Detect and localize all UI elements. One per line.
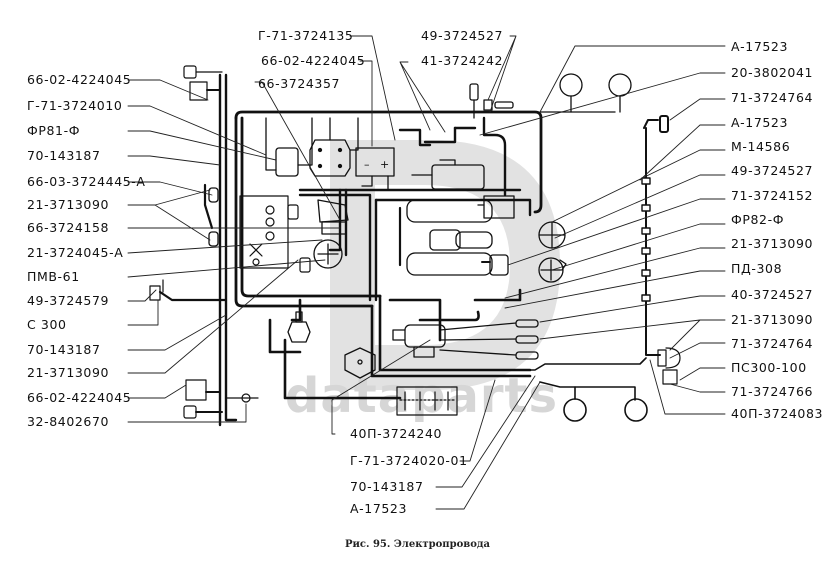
- fuse-block: [396, 386, 458, 416]
- part-label: Г-71-3724020-01: [350, 453, 468, 468]
- part-label: 49-3724579: [27, 293, 110, 308]
- left-harness-trunk: [218, 73, 238, 427]
- rear-lamps-bottom: [479, 357, 648, 422]
- main-harness-loop: [234, 110, 543, 308]
- part-label: ФР82-Ф: [731, 212, 785, 227]
- watermark-d-shape: [330, 140, 560, 390]
- part-label: 21-3713090: [731, 312, 814, 327]
- part-label: 32-8402670: [27, 414, 110, 429]
- part-label: 66-02-4224045: [27, 390, 132, 405]
- instrument-panel: [239, 195, 289, 269]
- part-label: 40П-3724240: [350, 426, 443, 441]
- inner-harness: [298, 188, 532, 302]
- rear-lamps-top: [540, 73, 632, 113]
- part-label: 66-03-3724445-А: [27, 174, 146, 189]
- wiper-motor: [477, 195, 515, 219]
- part-label: 71-3724766: [731, 384, 814, 399]
- svg-text:–: –: [364, 158, 370, 171]
- right-trunk-connectors: [641, 177, 651, 302]
- svg-text:+: +: [380, 158, 389, 171]
- heater-motor: [398, 199, 493, 276]
- part-label: 40-3724527: [731, 287, 814, 302]
- battery: – +: [355, 147, 395, 191]
- part-label: А-17523: [731, 115, 789, 130]
- part-label: 66-3724357: [258, 76, 341, 91]
- part-label: 66-3724158: [27, 220, 110, 235]
- part-label: А-17523: [731, 39, 789, 54]
- part-label: 70-143187: [27, 148, 101, 163]
- part-label: ПД-308: [731, 261, 783, 276]
- part-label: 21-3724045-А: [27, 245, 124, 260]
- distributor: [538, 257, 567, 283]
- part-label: Г-71-3724010: [27, 98, 123, 113]
- part-label: 49-3724527: [421, 28, 504, 43]
- part-label: 21-3713090: [27, 365, 110, 380]
- spark-plug-connectors: [439, 319, 539, 360]
- ignition-switch: [317, 199, 349, 235]
- part-label: ПМВ-61: [27, 269, 80, 284]
- part-label: 40П-3724083: [731, 406, 824, 421]
- leader-lines-bottom: [331, 339, 541, 510]
- part-label: 71-3724764: [731, 336, 814, 351]
- part-label: 70-143187: [27, 342, 101, 357]
- generator-flange: [344, 347, 376, 379]
- part-label: 66-02-4224045: [261, 53, 366, 68]
- front-left-lamp-top: [183, 65, 223, 101]
- part-label: Г-71-3724135: [258, 28, 354, 43]
- top-right-harness: [398, 116, 507, 197]
- part-label: 49-3724527: [731, 163, 814, 178]
- part-label: А-17523: [350, 501, 408, 516]
- part-label: 20-3802041: [731, 65, 814, 80]
- voltage-regulator: [309, 117, 359, 177]
- part-label: 41-3724242: [421, 53, 504, 68]
- starter-relay: [411, 159, 485, 190]
- rear-right-lamp-assembly: [657, 347, 681, 385]
- small-relay-center: [287, 204, 311, 273]
- leader-lines-top: [254, 35, 517, 221]
- part-label: 71-3724152: [731, 188, 814, 203]
- part-label: 71-3724764: [731, 90, 814, 105]
- part-label: ПС300-100: [731, 360, 807, 375]
- part-label: 21-3713090: [731, 236, 814, 251]
- leader-lines-right: [479, 45, 726, 415]
- leader-lines-left: [127, 79, 341, 423]
- part-label: 70-143187: [350, 479, 424, 494]
- front-left-lamp-bottom: [183, 379, 259, 419]
- speedometer: [313, 239, 343, 269]
- fuel-gauge-sensor: [481, 254, 509, 276]
- right-harness-trunk: [643, 115, 669, 356]
- starter-motor: [392, 324, 446, 358]
- part-label: 21-3713090: [27, 197, 110, 212]
- part-label: С 300: [27, 317, 67, 332]
- part-label: 66-02-4224045: [27, 72, 132, 87]
- fuel-pump: [287, 311, 311, 343]
- part-label: М-14586: [731, 139, 791, 154]
- left-horn-bracket: [149, 279, 228, 302]
- fuse-box: [265, 117, 313, 177]
- part-label: ФР81-Ф: [27, 123, 81, 138]
- figure-caption: Рис. 95. Электропровода: [344, 539, 491, 550]
